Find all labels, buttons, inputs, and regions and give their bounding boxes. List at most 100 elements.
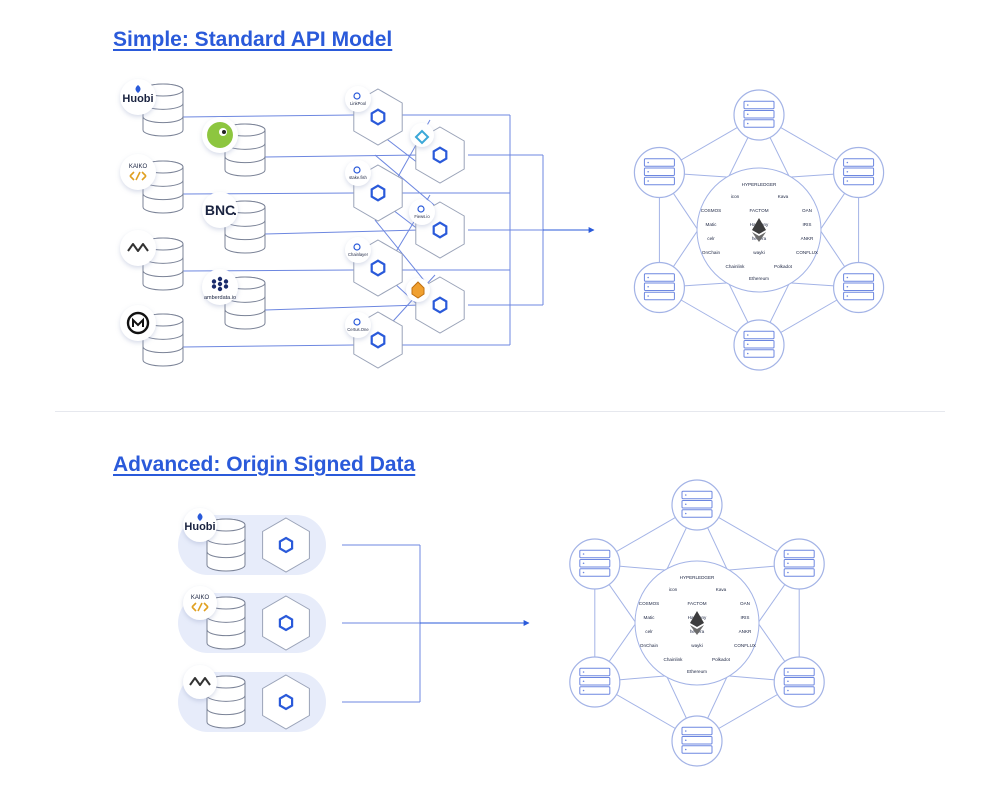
chainlink-node-icon (262, 517, 310, 573)
database-band (206, 695, 246, 702)
huobi-icon: Huobi (120, 79, 156, 115)
database-band (224, 309, 266, 317)
blockchain-logo-text: Matic (644, 615, 656, 620)
server-rack (843, 176, 875, 186)
amberdata-dot (217, 281, 223, 287)
blockchain-logo-text: Matic (706, 222, 718, 227)
operator-icon (411, 281, 425, 299)
blockchain-logo-text: Chainlink (664, 657, 684, 662)
source-badge (120, 230, 156, 266)
blockchain-logo-text: OnChain (640, 643, 659, 648)
server-node (671, 715, 723, 767)
operator-label: Chainlayer (348, 252, 369, 257)
ethereum-icon (690, 625, 704, 635)
database-band (224, 156, 266, 164)
bnc-icon: BNC. (202, 192, 238, 228)
chainlink-node-icon (262, 595, 310, 651)
database-band (142, 346, 184, 354)
operator-badge: Certus.One (345, 312, 371, 338)
server-rack (643, 176, 675, 186)
flame-mark (135, 85, 141, 93)
server-led (647, 161, 649, 164)
server-rack (579, 559, 611, 568)
server-led (684, 503, 687, 506)
gecko-pupil (222, 130, 226, 134)
operator-label: stake.fish (349, 175, 367, 180)
signed-source-pill: Huobi (178, 508, 326, 575)
simple-model-title: Simple: Standard API Model (113, 28, 393, 51)
blockchain-logo-text: Ethereum (749, 276, 769, 281)
database-band (206, 538, 246, 545)
server-rack (783, 559, 815, 568)
blockchain-logo-text: ANKR (739, 629, 752, 634)
amberdata-dot (223, 284, 229, 289)
operator-badge (410, 123, 434, 147)
server-led (647, 285, 649, 288)
blockchain-logo-text: COSMOS (639, 601, 659, 606)
server-node (733, 89, 785, 141)
nomics-mark (189, 677, 211, 686)
database-band (206, 551, 246, 559)
server-rack (843, 158, 875, 167)
server-rack (743, 330, 775, 340)
source-badge (183, 508, 217, 542)
nomics-icon (120, 230, 156, 266)
operator-icon (353, 243, 361, 251)
connector-line (182, 269, 355, 272)
advanced-blockchain-network: HYPERLEDGERiconKavaCOSMOSFACTOMOANMaticH… (569, 479, 825, 767)
server-rack (579, 568, 611, 577)
blockchain-logo-text: HYPERLEDGER (680, 575, 715, 580)
server-led (787, 689, 789, 692)
ethereum-icon (752, 218, 766, 234)
source-label: Huobi (122, 93, 153, 105)
server-rack (783, 568, 815, 577)
server-led (787, 562, 789, 565)
source-badge (183, 665, 217, 699)
server-led (846, 295, 849, 297)
blockchain-logo-text: IRIS (741, 615, 750, 620)
database-band (224, 233, 266, 241)
coinmarketcap-icon (120, 305, 156, 341)
chainlink-icon (278, 536, 294, 554)
node-hexagon (262, 595, 310, 651)
blockchain-logo-text: Kava (778, 194, 789, 199)
chainlink-icon (278, 614, 294, 632)
database-band (206, 616, 246, 623)
server-led (582, 671, 585, 673)
operator-badge (406, 278, 430, 302)
amberdata-dot (211, 284, 217, 289)
blockchain-logo-text: icon (731, 194, 740, 199)
kaiko-icon: KAIKO (183, 586, 217, 620)
kaiko-mark (129, 171, 147, 181)
blockchain-logo-text: Kava (716, 587, 727, 592)
kaiko-mark (191, 602, 209, 612)
server-led (746, 122, 749, 125)
server-rack (643, 158, 675, 167)
server-led (846, 180, 849, 182)
operator-icon (353, 92, 361, 100)
connector-line (264, 304, 421, 311)
operator-badge: stake.fish (345, 160, 371, 186)
server-led (684, 730, 687, 732)
server-node (773, 538, 825, 590)
bnc-dot: . (233, 202, 237, 218)
section-divider (55, 411, 945, 412)
amberdata-dot (223, 279, 229, 284)
server-rack (843, 273, 875, 282)
server-node (832, 261, 885, 314)
blockchain-logo-text: Polkadot (712, 657, 731, 662)
chainlink-icon (370, 259, 386, 277)
blockchain-logo-text: ANKR (801, 236, 814, 241)
server-led (684, 739, 687, 742)
blockchain-logo-text: OnChain (702, 250, 721, 255)
ethereum-icon (752, 232, 766, 242)
database-band (206, 708, 246, 716)
server-rack (681, 745, 713, 754)
source-badge (120, 154, 156, 190)
connector-line (182, 344, 355, 348)
amberdata-icon: amberdata.io (202, 269, 238, 305)
source-label: KAIKO (191, 595, 210, 601)
server-rack (743, 349, 775, 358)
amberdata-dot (211, 279, 217, 284)
server-led (684, 494, 687, 496)
